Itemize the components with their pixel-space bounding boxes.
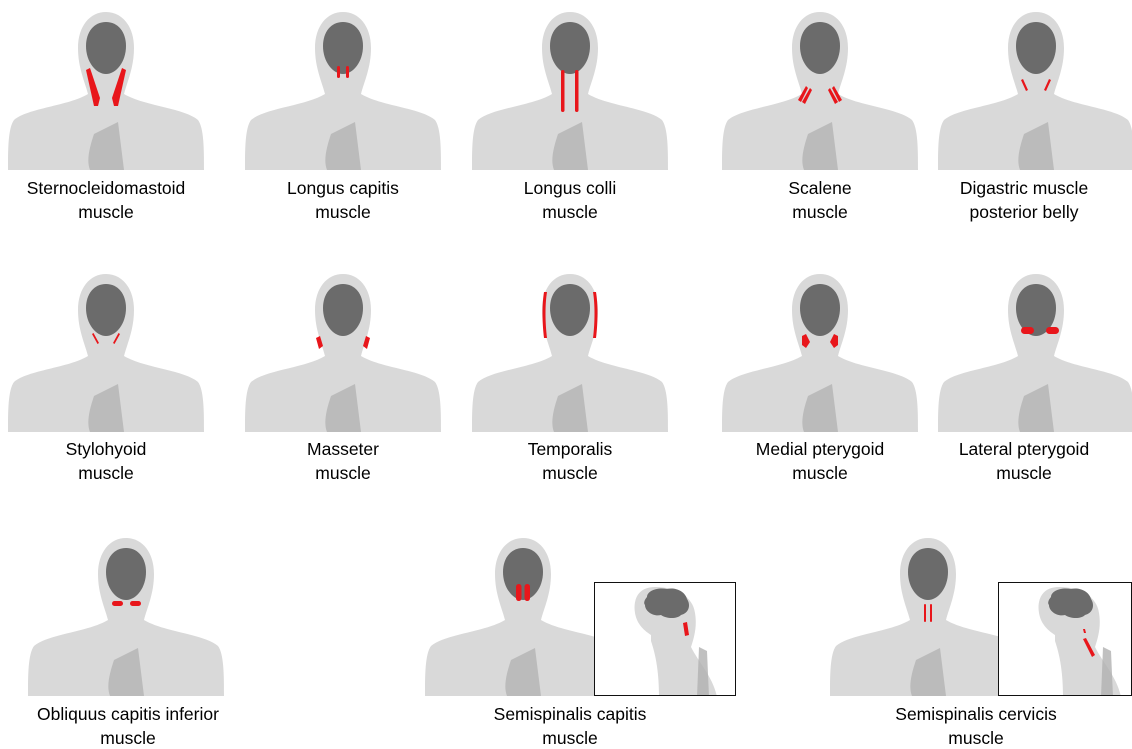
side-view-silhouette <box>595 583 736 696</box>
panel-sternocleidomastoid <box>8 10 204 170</box>
caption-line2: muscle <box>460 726 680 749</box>
panel-digastric <box>938 10 1132 170</box>
caption-line1: Longus capitis <box>237 176 449 200</box>
caption-line2: muscle <box>866 726 1086 749</box>
caption-line1: Temporalis <box>464 437 676 461</box>
caption-line1: Masseter <box>237 437 449 461</box>
caption-obliquus-capitis-inferior: Obliquus capitis inferior muscle <box>0 702 256 749</box>
caption-line2: muscle <box>237 461 449 485</box>
side-view-inset-semispinalis-cervicis <box>998 582 1132 696</box>
caption-line1: Obliquus capitis inferior <box>0 702 256 726</box>
panel-stylohyoid <box>8 272 204 432</box>
caption-longus-capitis: Longus capitis muscle <box>237 176 449 224</box>
body-silhouette-figure <box>830 536 1026 696</box>
caption-line1: Lateral pterygoid <box>918 437 1130 461</box>
caption-line2: muscle <box>714 200 926 224</box>
caption-line2: muscle <box>0 726 256 749</box>
side-view-silhouette <box>999 583 1132 696</box>
caption-line2: muscle <box>0 200 212 224</box>
caption-line1: Scalene <box>714 176 926 200</box>
panel-temporalis <box>472 272 668 432</box>
panel-lateral-pterygoid <box>938 272 1132 432</box>
caption-line1: Semispinalis cervicis <box>866 702 1086 726</box>
body-silhouette-figure <box>245 10 441 170</box>
caption-line1: Stylohyoid <box>0 437 212 461</box>
caption-lateral-pterygoid: Lateral pterygoid muscle <box>918 437 1130 485</box>
panel-semispinalis-cervicis <box>830 536 1026 696</box>
caption-line2: muscle <box>714 461 926 485</box>
caption-line1: Sternocleidomastoid <box>0 176 212 200</box>
caption-semispinalis-cervicis: Semispinalis cervicis muscle <box>866 702 1086 749</box>
caption-line1: Medial pterygoid <box>714 437 926 461</box>
side-view-inset-semispinalis-capitis <box>594 582 736 696</box>
panel-masseter <box>245 272 441 432</box>
caption-line2: muscle <box>918 461 1130 485</box>
body-silhouette-figure <box>425 536 621 696</box>
body-silhouette-figure <box>938 272 1132 432</box>
body-silhouette-figure <box>28 536 224 696</box>
caption-line2: muscle <box>464 461 676 485</box>
caption-scalene: Scalene muscle <box>714 176 926 224</box>
panel-longus-capitis <box>245 10 441 170</box>
body-silhouette-figure <box>938 10 1132 170</box>
panel-semispinalis-capitis <box>425 536 621 696</box>
caption-line2: posterior belly <box>918 200 1130 224</box>
body-silhouette-figure <box>722 272 918 432</box>
caption-line1: Longus colli <box>464 176 676 200</box>
body-silhouette-figure <box>245 272 441 432</box>
caption-line2: muscle <box>237 200 449 224</box>
panel-scalene <box>722 10 918 170</box>
caption-longus-colli: Longus colli muscle <box>464 176 676 224</box>
caption-semispinalis-capitis: Semispinalis capitis muscle <box>460 702 680 749</box>
caption-temporalis: Temporalis muscle <box>464 437 676 485</box>
body-silhouette-figure <box>722 10 918 170</box>
caption-masseter: Masseter muscle <box>237 437 449 485</box>
caption-stylohyoid: Stylohyoid muscle <box>0 437 212 485</box>
body-silhouette-figure <box>472 272 668 432</box>
panel-obliquus-capitis-inferior <box>28 536 224 696</box>
caption-sternocleidomastoid: Sternocleidomastoid muscle <box>0 176 212 224</box>
caption-line2: muscle <box>0 461 212 485</box>
caption-line1: Semispinalis capitis <box>460 702 680 726</box>
panel-longus-colli <box>472 10 668 170</box>
caption-medial-pterygoid: Medial pterygoid muscle <box>714 437 926 485</box>
body-silhouette-figure <box>8 272 204 432</box>
caption-line1: Digastric muscle <box>918 176 1130 200</box>
caption-line2: muscle <box>464 200 676 224</box>
caption-digastric: Digastric muscle posterior belly <box>918 176 1130 224</box>
body-silhouette-figure <box>8 10 204 170</box>
body-silhouette-figure <box>472 10 668 170</box>
panel-medial-pterygoid <box>722 272 918 432</box>
